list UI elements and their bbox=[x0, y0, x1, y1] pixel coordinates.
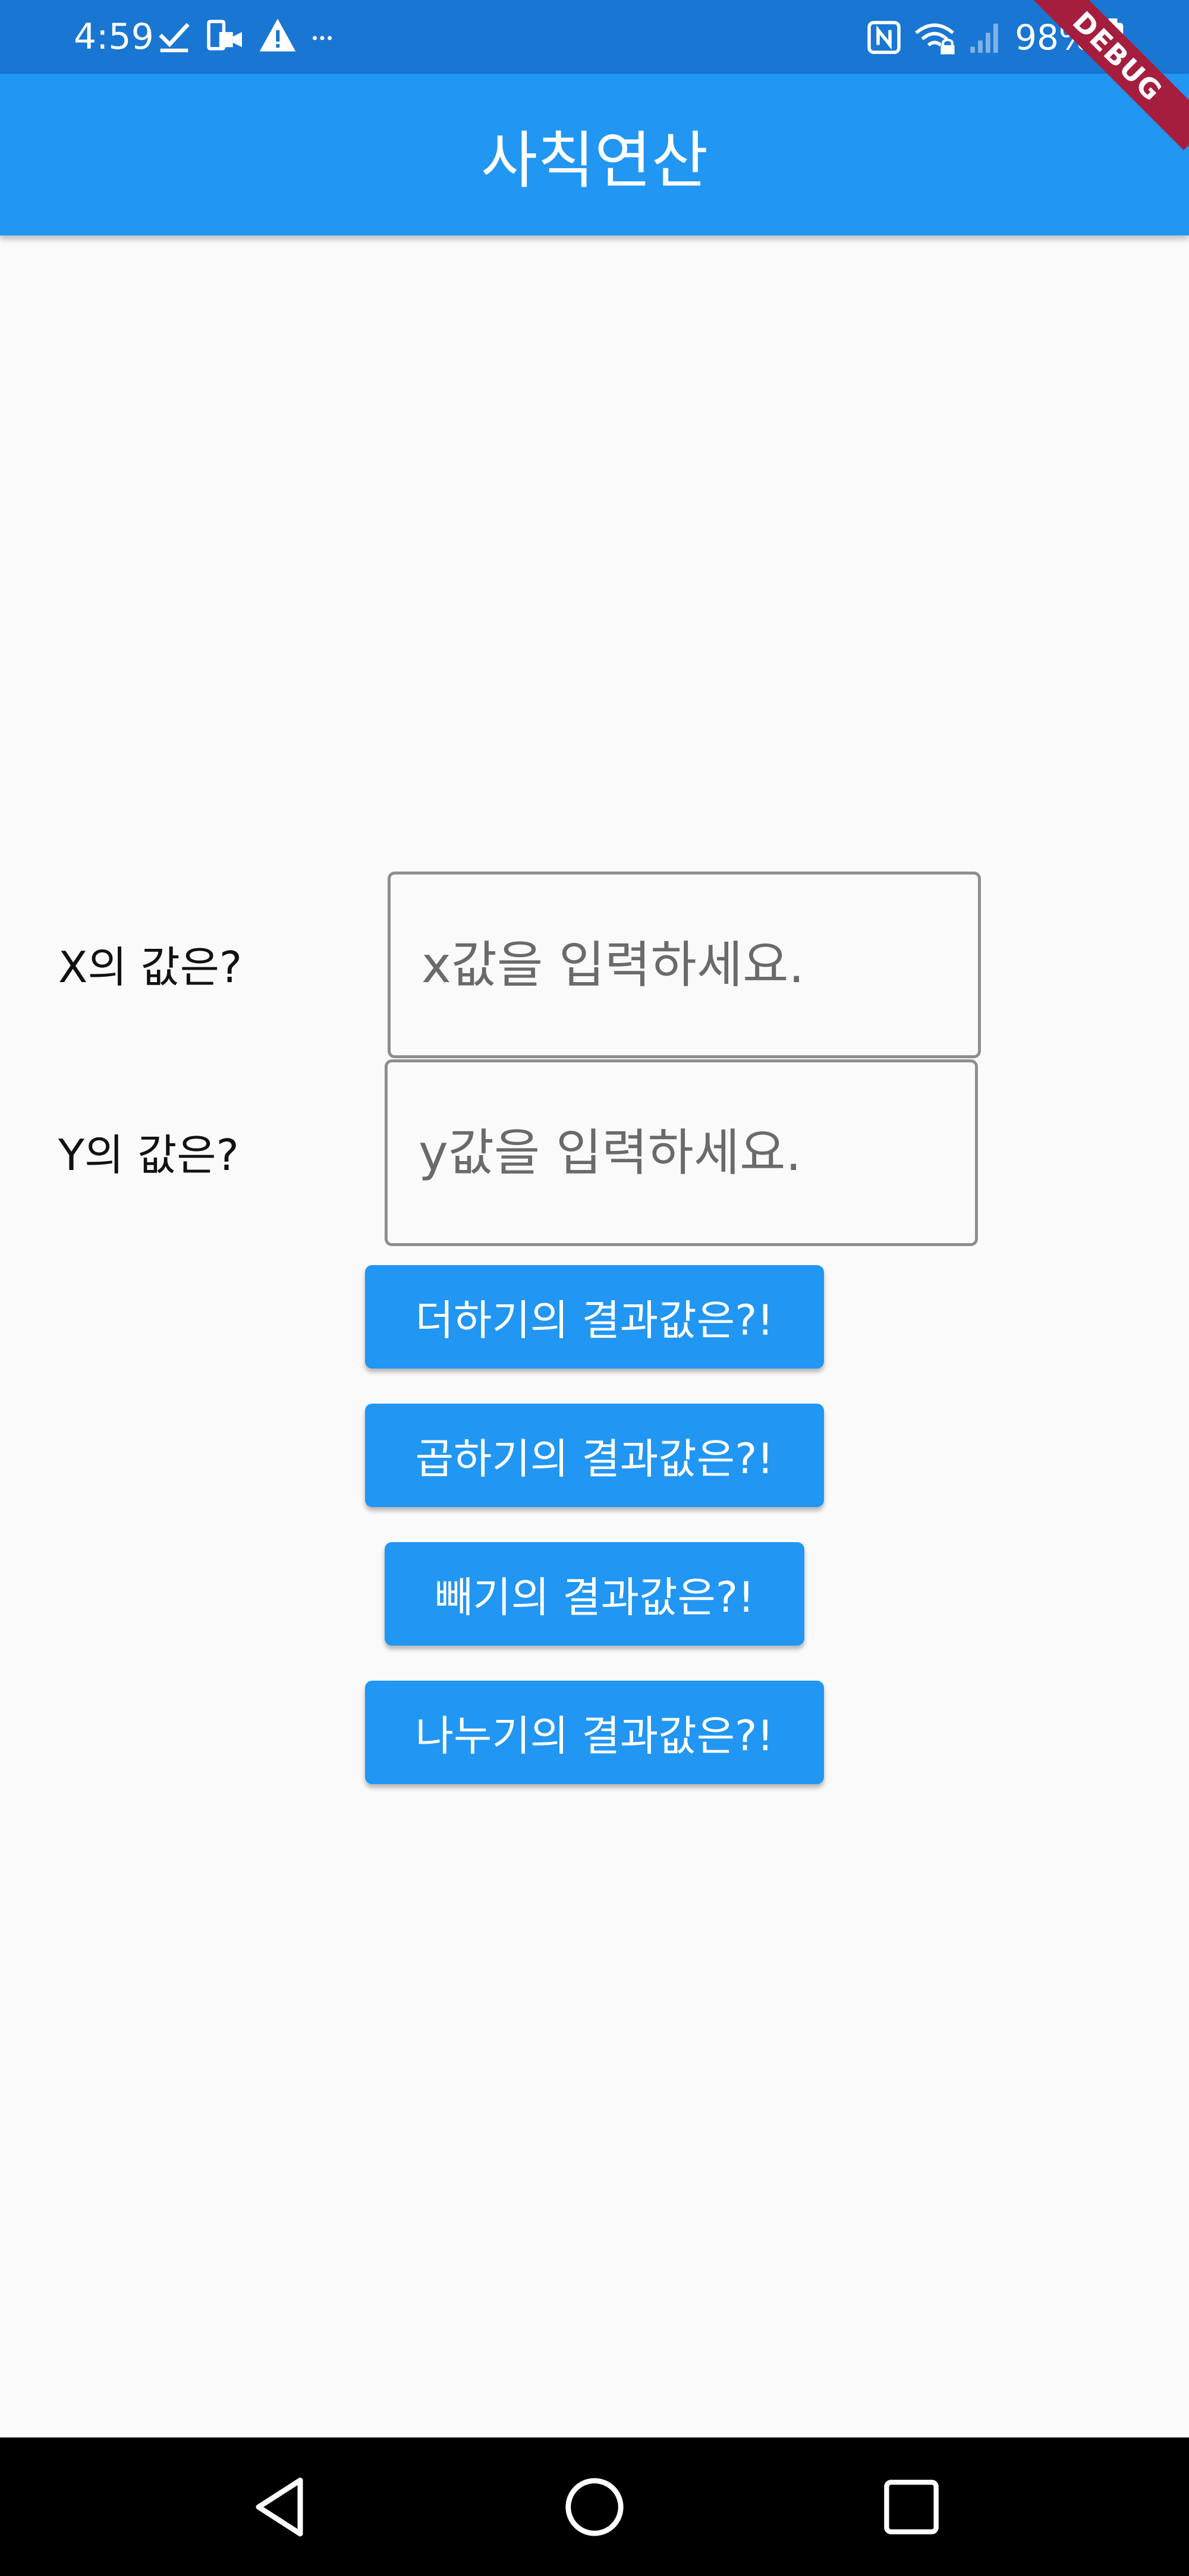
x-value-label: X의 값은? bbox=[58, 942, 243, 992]
status-bar: 4:59 bbox=[0, 0, 1189, 74]
subtract-result-button[interactable]: 빼기의 결과값은?! bbox=[385, 1542, 804, 1646]
divide-result-button[interactable]: 나누기의 결과값은?! bbox=[365, 1681, 824, 1784]
home-button[interactable] bbox=[523, 2437, 666, 2576]
status-icons-left bbox=[156, 17, 334, 54]
warning-icon bbox=[259, 18, 296, 52]
recents-icon bbox=[884, 2479, 939, 2534]
back-icon bbox=[256, 2477, 303, 2536]
check-icon bbox=[159, 23, 190, 52]
recents-button[interactable] bbox=[840, 2437, 983, 2576]
video-call-icon bbox=[207, 20, 242, 51]
y-value-label: Y의 값은? bbox=[58, 1130, 239, 1180]
nfc-icon bbox=[867, 21, 901, 54]
more-dots-icon bbox=[313, 36, 332, 40]
x-value-input[interactable] bbox=[388, 872, 981, 1058]
y-value-input[interactable] bbox=[385, 1059, 978, 1246]
home-icon bbox=[565, 2477, 624, 2536]
page-title: 사칙연산 bbox=[480, 124, 709, 197]
multiply-result-button[interactable]: 곱하기의 결과값은?! bbox=[365, 1404, 824, 1507]
wifi-lock-icon bbox=[915, 23, 955, 55]
back-button[interactable] bbox=[208, 2437, 351, 2576]
add-result-button[interactable]: 더하기의 결과값은?! bbox=[365, 1265, 824, 1369]
signal-icon bbox=[970, 23, 998, 53]
navigation-bar bbox=[0, 2437, 1189, 2576]
status-time: 4:59 bbox=[74, 16, 154, 58]
app-bar: 사칙연산 bbox=[0, 74, 1189, 235]
